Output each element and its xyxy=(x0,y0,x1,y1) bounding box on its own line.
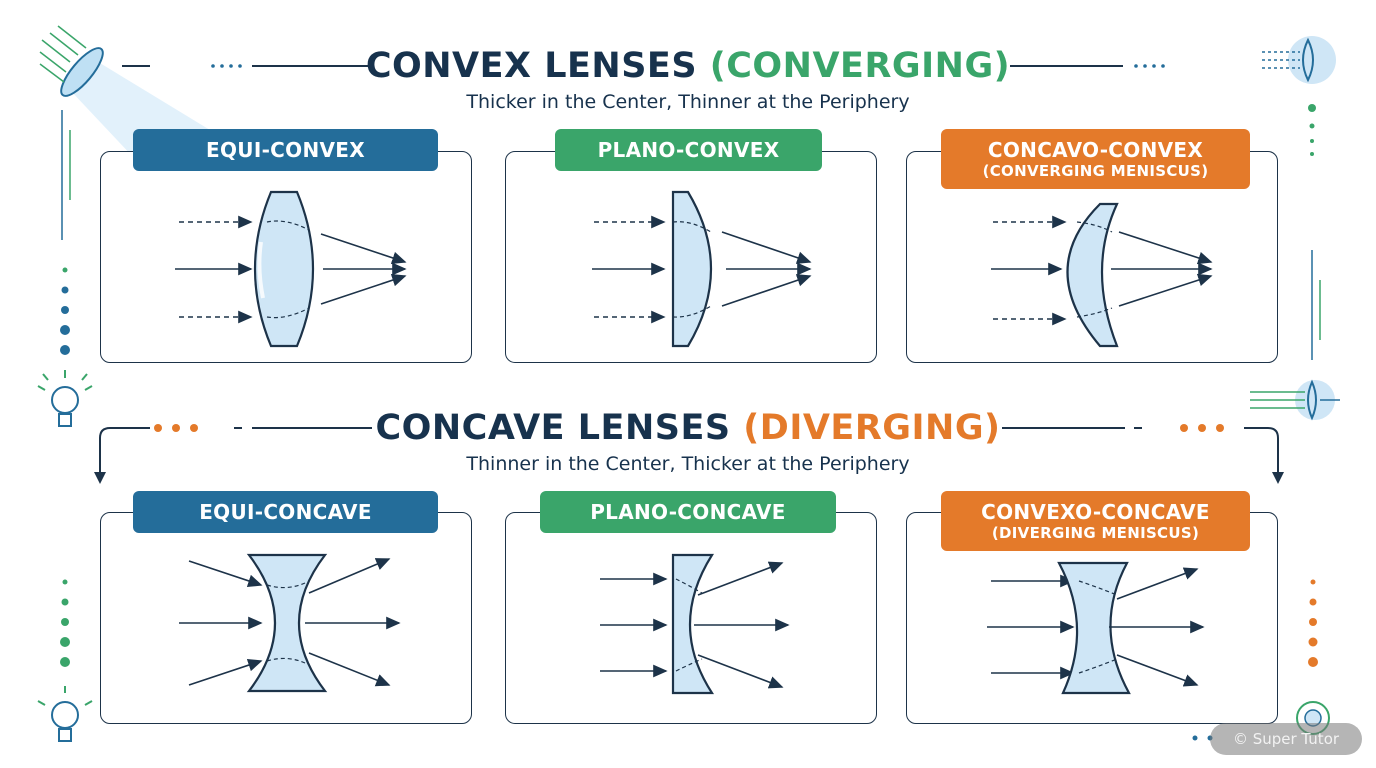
right-dots-lower xyxy=(1296,579,1330,735)
label-convexo-concave: CONVEXO-CONCAVE (DIVERGING MENISCUS) xyxy=(941,491,1250,551)
label-concavo-convex: CONCAVO-CONVEX (CONVERGING MENISCUS) xyxy=(941,129,1250,189)
left-dots-lower xyxy=(60,579,70,667)
middle-header-decoration xyxy=(94,424,1284,484)
concavo-convex-lens xyxy=(1066,202,1119,348)
equi-convex-lens xyxy=(253,190,315,348)
equi-concave-lens xyxy=(246,553,328,693)
lens-light-icon xyxy=(1262,36,1336,360)
refracted-rays xyxy=(320,233,407,305)
convex-title-main: CONVEX LENSES xyxy=(365,46,698,86)
lightbulb-icon xyxy=(37,370,93,427)
label-plano-convex: PLANO-CONVEX xyxy=(555,129,822,171)
concave-title-accent: (DIVERGING) xyxy=(743,408,1001,448)
equi-convex-diagram xyxy=(175,190,407,348)
concave-title-main: CONCAVE LENSES xyxy=(375,408,731,448)
plano-concave-lens xyxy=(671,553,715,695)
card-plano-concave xyxy=(505,512,877,724)
card-equi-convex xyxy=(100,151,472,363)
convex-title-accent: (CONVERGING) xyxy=(709,46,1011,86)
plano-convex-diagram xyxy=(592,190,812,348)
card-plano-convex xyxy=(505,151,877,363)
plano-concave-diagram xyxy=(600,553,790,695)
watermark-badge: © Super Tutor xyxy=(1210,723,1362,755)
convex-title: CONVEX LENSES (CONVERGING) xyxy=(0,46,1376,86)
plano-convex-lens xyxy=(671,190,713,348)
concave-title: CONCAVE LENSES (DIVERGING) xyxy=(0,408,1376,448)
lightbulb-icon xyxy=(37,686,93,742)
top-header-decoration xyxy=(122,64,1165,68)
label-equi-convex: EQUI-CONVEX xyxy=(133,129,438,171)
concavo-convex-diagram xyxy=(991,202,1213,348)
convex-subtitle: Thicker in the Center, Thinner at the Pe… xyxy=(466,91,910,113)
label-equi-concave: EQUI-CONCAVE xyxy=(133,491,438,533)
card-equi-concave xyxy=(100,512,472,724)
left-dots-upper xyxy=(60,267,70,355)
equi-concave-diagram xyxy=(179,553,401,693)
concave-subtitle: Thinner in the Center, Thicker at the Pe… xyxy=(466,453,910,475)
sun-rays-icon xyxy=(1250,379,1340,421)
incident-rays xyxy=(175,215,253,324)
convexo-concave-lens xyxy=(1057,561,1131,695)
convexo-concave-diagram xyxy=(987,561,1205,695)
label-plano-concave: PLANO-CONCAVE xyxy=(540,491,836,533)
